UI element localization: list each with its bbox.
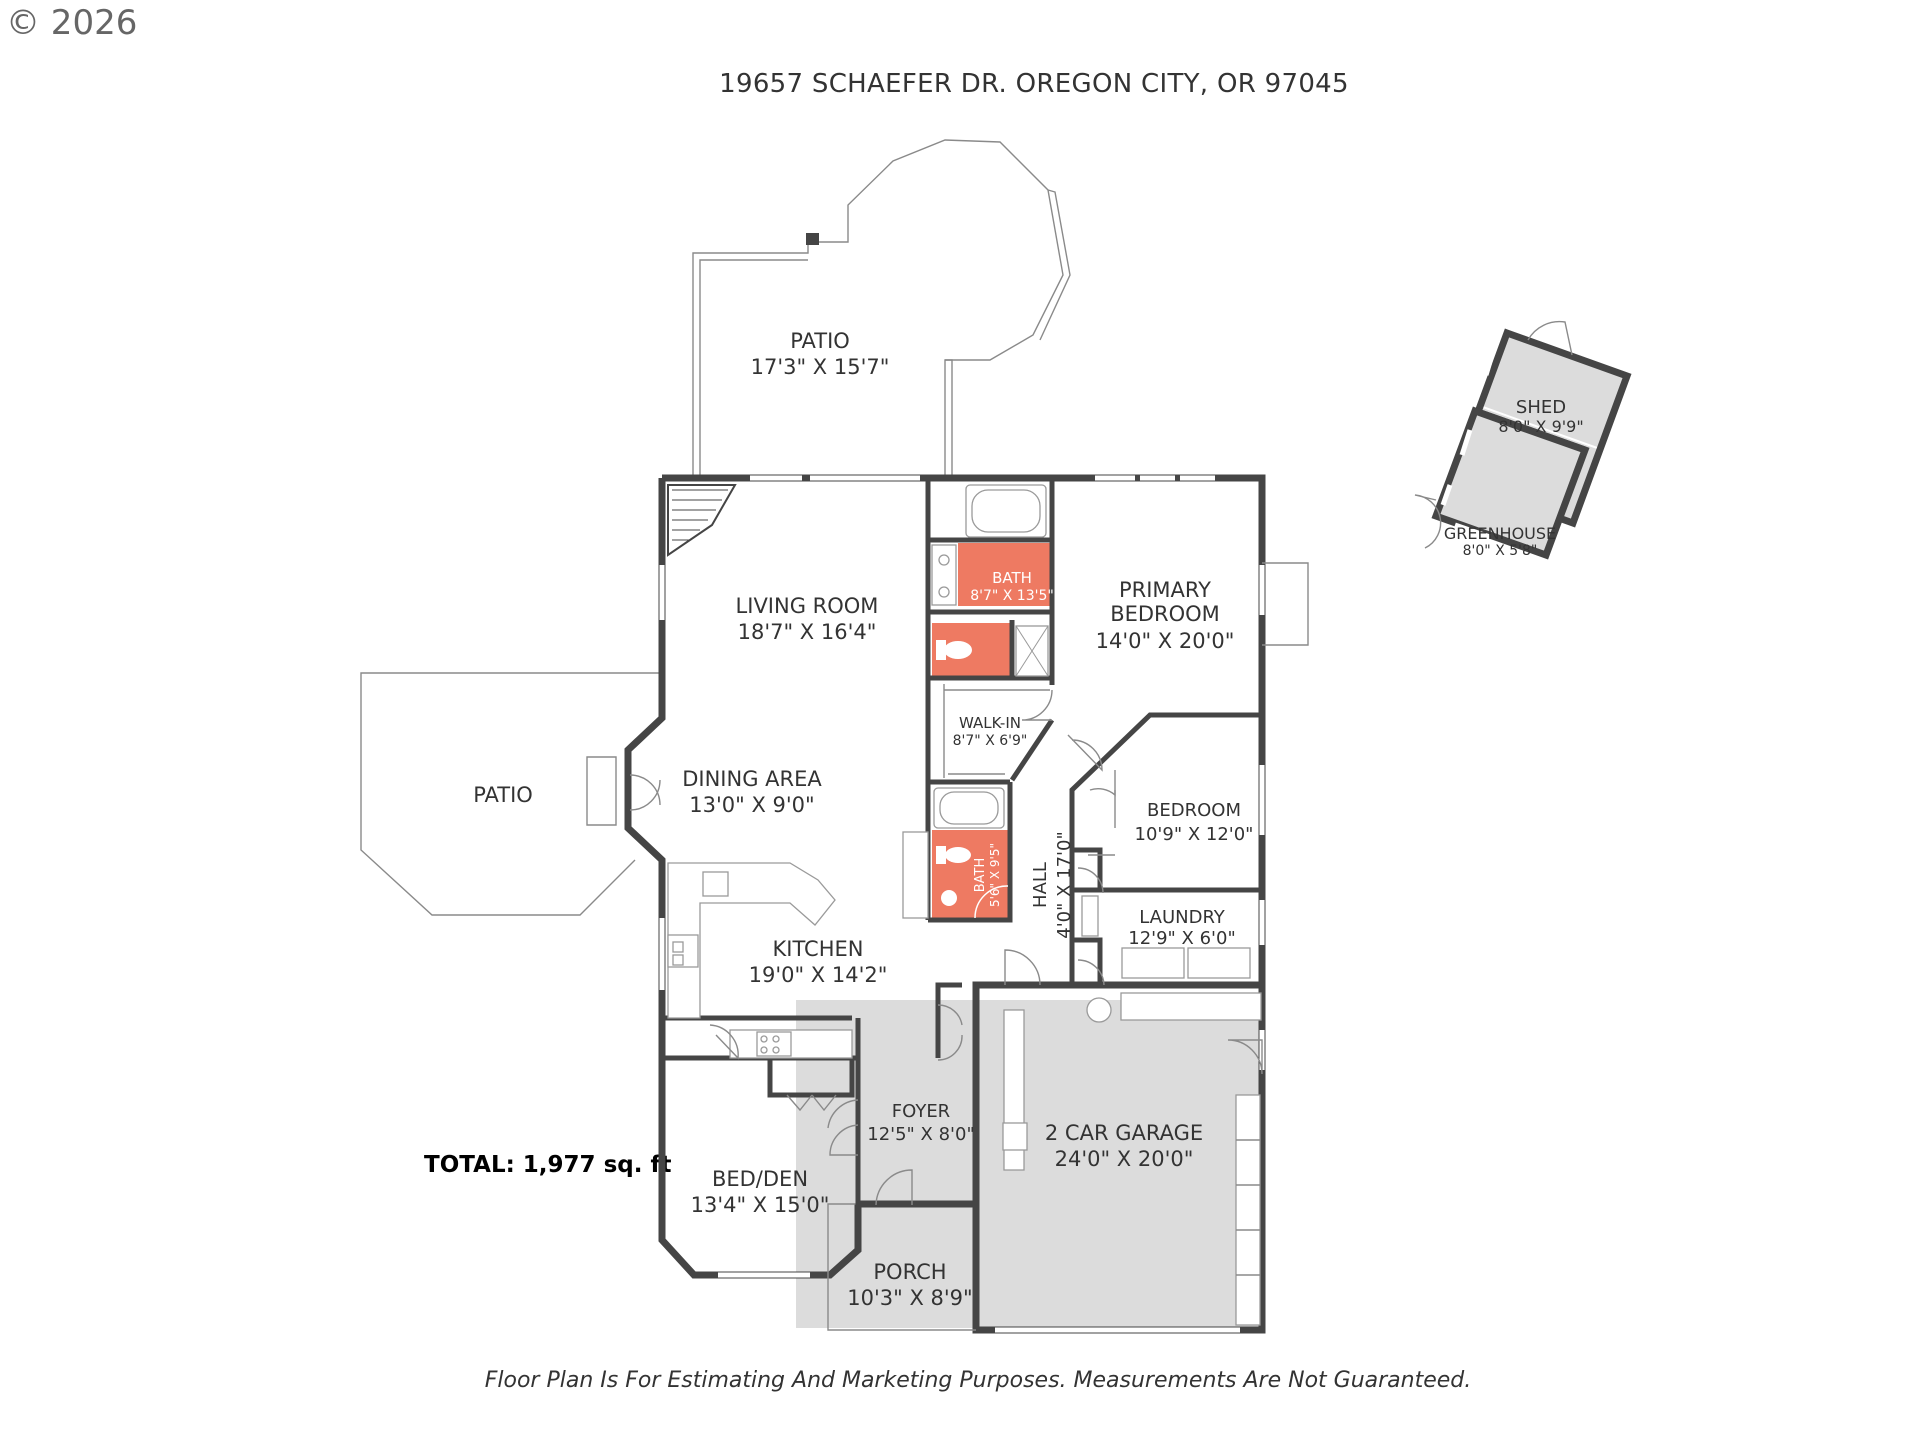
patio-side-outline [360, 672, 665, 916]
hall-bath-size: 5'6" X 9'5" [988, 843, 1002, 907]
kitchen-counters [667, 862, 853, 1059]
hall-bath-label: BATH [973, 858, 988, 893]
post-marker [806, 233, 819, 245]
primary-bath-label: BATH [992, 569, 1032, 587]
garage-size: 24'0" X 20'0" [1055, 1147, 1194, 1171]
laundry-size: 12'9" X 6'0" [1128, 928, 1236, 949]
bed-den-size: 13'4" X 15'0" [691, 1193, 830, 1217]
primary-bedroom-bay [1262, 562, 1309, 646]
disclaimer: Floor Plan Is For Estimating And Marketi… [485, 1368, 1472, 1393]
hall-bath-fill [932, 830, 1010, 920]
garage-label: 2 CAR GARAGE [1045, 1121, 1203, 1145]
dining-area-size: 13'0" X 9'0" [689, 793, 814, 817]
fireplace [667, 484, 737, 557]
dining-area-label: DINING AREA [682, 767, 822, 791]
foyer-size: 12'5" X 8'0" [867, 1124, 975, 1145]
garage-fixtures [1002, 992, 1262, 1326]
primary-bedroom-label-2: BEDROOM [1110, 602, 1220, 626]
primary-bath-fill [958, 543, 1052, 606]
primary-bath-sinks [931, 544, 957, 606]
bedroom-size: 10'9" X 12'0" [1135, 824, 1254, 845]
greenhouse-size: 8'0" X 5'8" [1463, 543, 1538, 559]
hall-label: HALL [1030, 862, 1051, 908]
bed-den-label: BED/DEN [712, 1167, 808, 1191]
patio-side-label: PATIO [473, 783, 533, 807]
total-square-footage: TOTAL: 1,977 sq. ft [424, 1152, 671, 1178]
living-room-size: 18'7" X 16'4" [738, 620, 877, 644]
bedroom-label: BEDROOM [1147, 800, 1241, 821]
primary-bath-size: 8'7" X 13'5" [970, 588, 1054, 604]
living-room-label: LIVING ROOM [736, 594, 879, 618]
primary-bedroom-size: 14'0" X 20'0" [1096, 629, 1235, 653]
windows [659, 475, 1265, 1333]
bathtub-hall [933, 787, 1005, 829]
porch-outline [827, 1203, 976, 1331]
laundry-label: LAUNDRY [1139, 907, 1226, 928]
garage-floor [796, 1000, 1262, 1328]
property-address: 19657 SCHAEFER DR. OREGON CITY, OR 97045 [719, 69, 1349, 99]
walk-in-closet-shelves [943, 684, 1050, 778]
shed-outbuilding [1414, 320, 1632, 560]
porch-size: 10'3" X 8'9" [847, 1286, 972, 1310]
kitchen-label: KITCHEN [773, 937, 864, 961]
patio-rear-size: 17'3" X 15'7" [751, 355, 890, 379]
shed-label: SHED [1516, 397, 1566, 418]
shed-size: 8'0" X 9'9" [1498, 417, 1583, 436]
hall-bath-fixtures [936, 846, 1009, 919]
door-swings [629, 689, 1263, 1206]
greenhouse-label: GREENHOUSE [1444, 524, 1556, 543]
bathtub-primary [965, 484, 1047, 538]
kitchen-size: 19'0" X 14'2" [749, 963, 888, 987]
copyright-watermark: © 2026 [6, 3, 137, 43]
walk-in-size: 8'7" X 6'9" [953, 733, 1028, 749]
patio-rear-outline [692, 139, 1071, 480]
walk-in-label: WALK-IN [959, 714, 1021, 732]
hall-label-group: HALL 4'0" X 17'0" [1030, 831, 1075, 939]
hall-linen-cabinet [902, 831, 929, 919]
porch-label: PORCH [873, 1260, 946, 1284]
foyer-label: FOYER [892, 1101, 950, 1122]
shower-primary [1015, 625, 1049, 677]
patio-rear-label: PATIO [790, 329, 850, 353]
primary-bedroom-label-1: PRIMARY [1119, 578, 1211, 602]
laundry-appliances [1081, 895, 1251, 979]
hall-size: 4'0" X 17'0" [1054, 831, 1075, 939]
hall-bath-label-group: BATH 5'6" X 9'5" [973, 843, 1002, 907]
toilet-primary [936, 640, 972, 660]
